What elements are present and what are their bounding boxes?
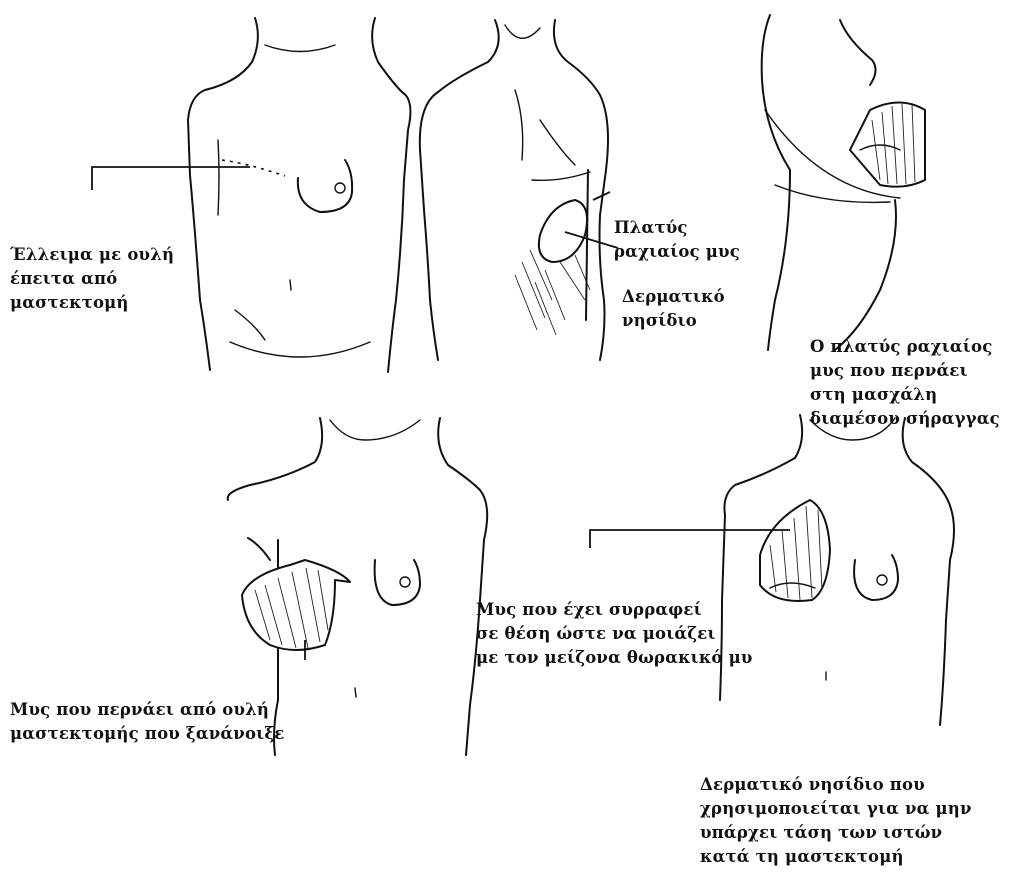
torso-back-flap xyxy=(420,20,608,360)
pointer-defect xyxy=(92,167,250,190)
pointer-sutured xyxy=(590,530,790,548)
torso-front-sutured xyxy=(720,415,954,725)
torso-front-defect xyxy=(188,18,410,372)
